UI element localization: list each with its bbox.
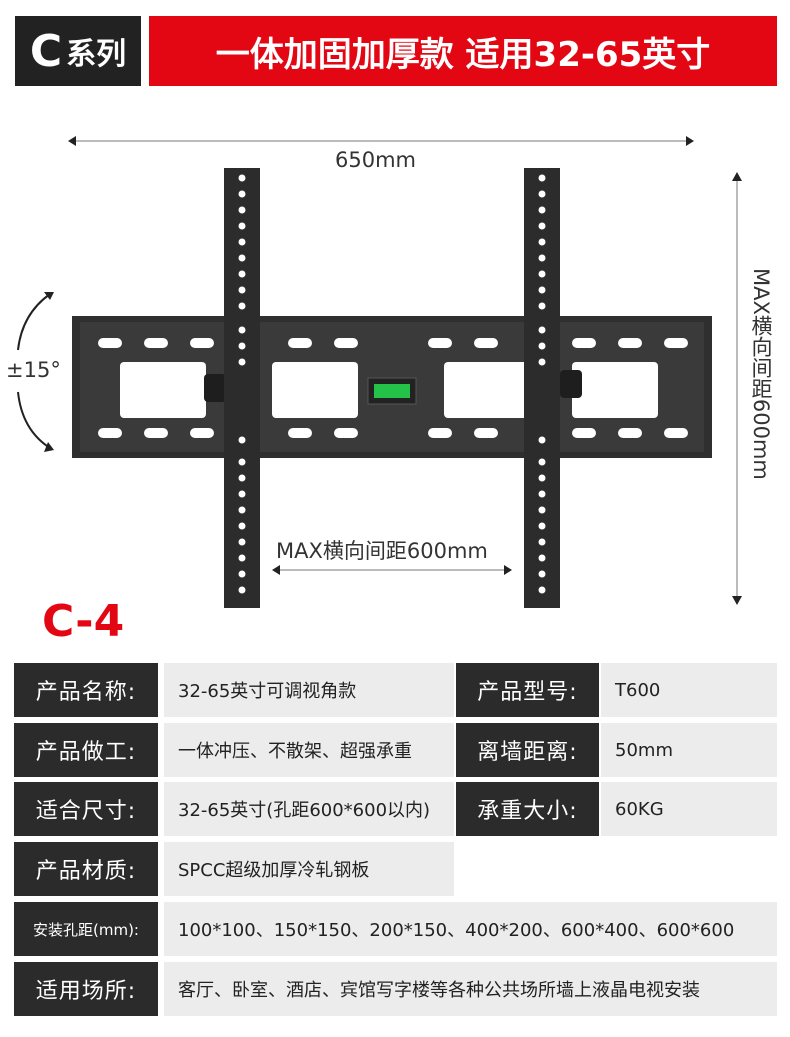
spec-value: 32-65英寸可调视角款 (164, 663, 454, 717)
spec-label: 产品型号: (456, 663, 599, 717)
angle-label: ±15° (6, 358, 61, 382)
spec-value: 一体冲压、不散架、超强承重 (164, 723, 454, 777)
spec-value: T600 (601, 663, 777, 717)
vertical-arm-left (224, 168, 260, 608)
spec-row: 产品做工: 一体冲压、不散架、超强承重 离墙距离: 50mm (14, 723, 777, 777)
tilt-knob-right (560, 370, 582, 398)
spec-label: 产品材质: (14, 842, 158, 896)
series-label: 系列 (66, 37, 127, 72)
series-badge: C 系列 (15, 16, 141, 86)
spec-value: 32-65英寸(孔距600*600以内) (164, 782, 454, 836)
horizontal-spacing-label: MAX横向间距600mm (276, 539, 488, 563)
spec-value: 100*100、150*150、200*150、400*200、600*400、… (164, 902, 777, 956)
spec-row: 产品材质: SPCC超级加厚冷轧钢板 (14, 842, 454, 896)
spec-row: 适用场所: 客厅、卧室、酒店、宾馆写字楼等各种公共场所墙上液晶电视安装 (14, 962, 777, 1016)
vertical-arm-right (524, 168, 560, 608)
spec-label: 产品名称: (14, 663, 158, 717)
spec-label: 安装孔距(mm): (14, 902, 158, 956)
tilt-knob-left (204, 374, 226, 402)
tilt-arc-top (17, 293, 51, 351)
vertical-spacing-label: MAX横向间距600mm (749, 268, 773, 480)
spec-label: 产品做工: (14, 723, 158, 777)
series-letter: C (29, 25, 63, 77)
spec-value: SPCC超级加厚冷轧钢板 (164, 842, 454, 896)
headline: 一体加固加厚款 适用32-65英寸 (149, 16, 777, 86)
spec-row: 适合尺寸: 32-65英寸(孔距600*600以内) 承重大小: 60KG (14, 782, 777, 836)
spec-label: 适用场所: (14, 962, 158, 1016)
spec-label: 适合尺寸: (14, 782, 158, 836)
spec-row: 安装孔距(mm): 100*100、150*150、200*150、400*20… (14, 902, 777, 956)
spec-value: 50mm (601, 723, 777, 777)
spec-value: 客厅、卧室、酒店、宾馆写字楼等各种公共场所墙上液晶电视安装 (164, 962, 777, 1016)
model-code: C-4 (42, 596, 125, 647)
wall-plate (72, 316, 712, 458)
spec-row: 产品名称: 32-65英寸可调视角款 产品型号: T600 (14, 663, 777, 717)
width-label: 650mm (335, 148, 416, 172)
spec-value: 60KG (601, 782, 777, 836)
tv-mount-drawing (17, 136, 742, 608)
spec-label: 承重大小: (456, 782, 599, 836)
tilt-arc-bottom (17, 391, 51, 449)
spec-label: 离墙距离: (456, 723, 599, 777)
header-banner: C 系列 一体加固加厚款 适用32-65英寸 (15, 16, 777, 86)
